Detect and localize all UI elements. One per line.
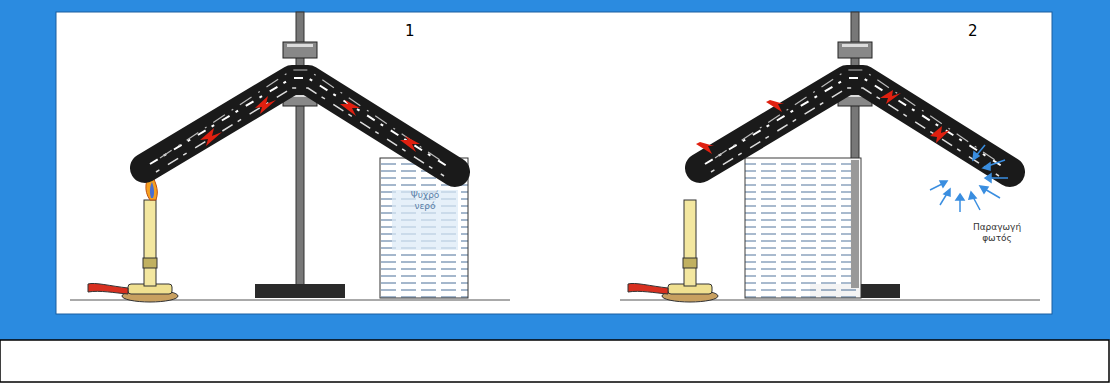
panel-number: 1 [405,22,415,40]
water-label: Ψυχρό νερό [399,190,451,212]
light-label: Παραγωγή φωτός [962,222,1032,244]
panel-number: 2 [968,22,978,40]
